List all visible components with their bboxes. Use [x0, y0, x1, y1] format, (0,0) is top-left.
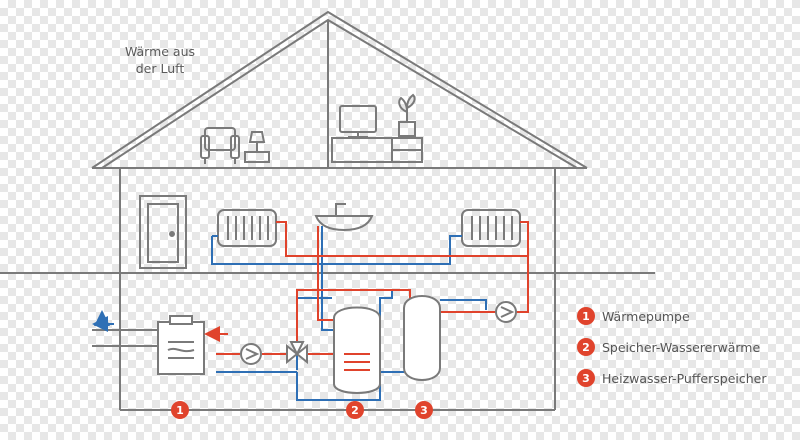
door-icon: [139, 195, 187, 269]
legend-item-2: 2 Speicher-Wassererwärme: [577, 338, 760, 356]
air-duct: [92, 329, 158, 347]
svg-text:2: 2: [582, 341, 590, 354]
house-walls: [119, 168, 556, 411]
svg-text:Speicher-Wassererwärme: Speicher-Wassererwärme: [602, 340, 760, 355]
tank-coil: [344, 353, 370, 371]
caption-line-1: Wärme aus: [125, 44, 195, 59]
svg-text:1: 1: [582, 310, 590, 323]
legend-item-3: 3 Heizwasser-Pufferspeicher: [577, 369, 767, 387]
caption-line-2: der Luft: [136, 61, 185, 76]
buffer-tank-icon: [403, 295, 441, 381]
lamp-table-icon: [244, 131, 270, 163]
svg-text:2: 2: [351, 404, 359, 417]
badge-2: 2: [346, 401, 364, 419]
svg-text:Wärmepumpe: Wärmepumpe: [602, 309, 690, 324]
svg-text:3: 3: [420, 404, 428, 417]
valve-icon: [286, 341, 308, 365]
water-heater-tank-icon: [333, 306, 381, 394]
radiator-left-icon: [217, 209, 277, 247]
svg-text:1: 1: [176, 404, 184, 417]
sink-icon: [314, 203, 374, 232]
badge-1: 1: [171, 401, 189, 419]
badge-3: 3: [415, 401, 433, 419]
tv-sideboard-icon: [331, 105, 423, 163]
legend: 1 Wärmepumpe 2 Speicher-Wassererwärme 3 …: [577, 307, 767, 387]
pump-right-icon: [495, 301, 517, 323]
svg-text:Heizwasser-Pufferspeicher: Heizwasser-Pufferspeicher: [602, 371, 767, 386]
legend-item-1: 1 Wärmepumpe: [577, 307, 690, 325]
heat-pump-icon: [157, 315, 205, 375]
radiator-right-icon: [461, 209, 521, 247]
svg-text:3: 3: [582, 372, 590, 385]
pump-left-icon: [240, 343, 262, 365]
armchair-icon: [200, 127, 240, 164]
plant-icon: [398, 93, 416, 137]
hot-pipes: [216, 221, 529, 371]
house-roof: [91, 11, 588, 169]
